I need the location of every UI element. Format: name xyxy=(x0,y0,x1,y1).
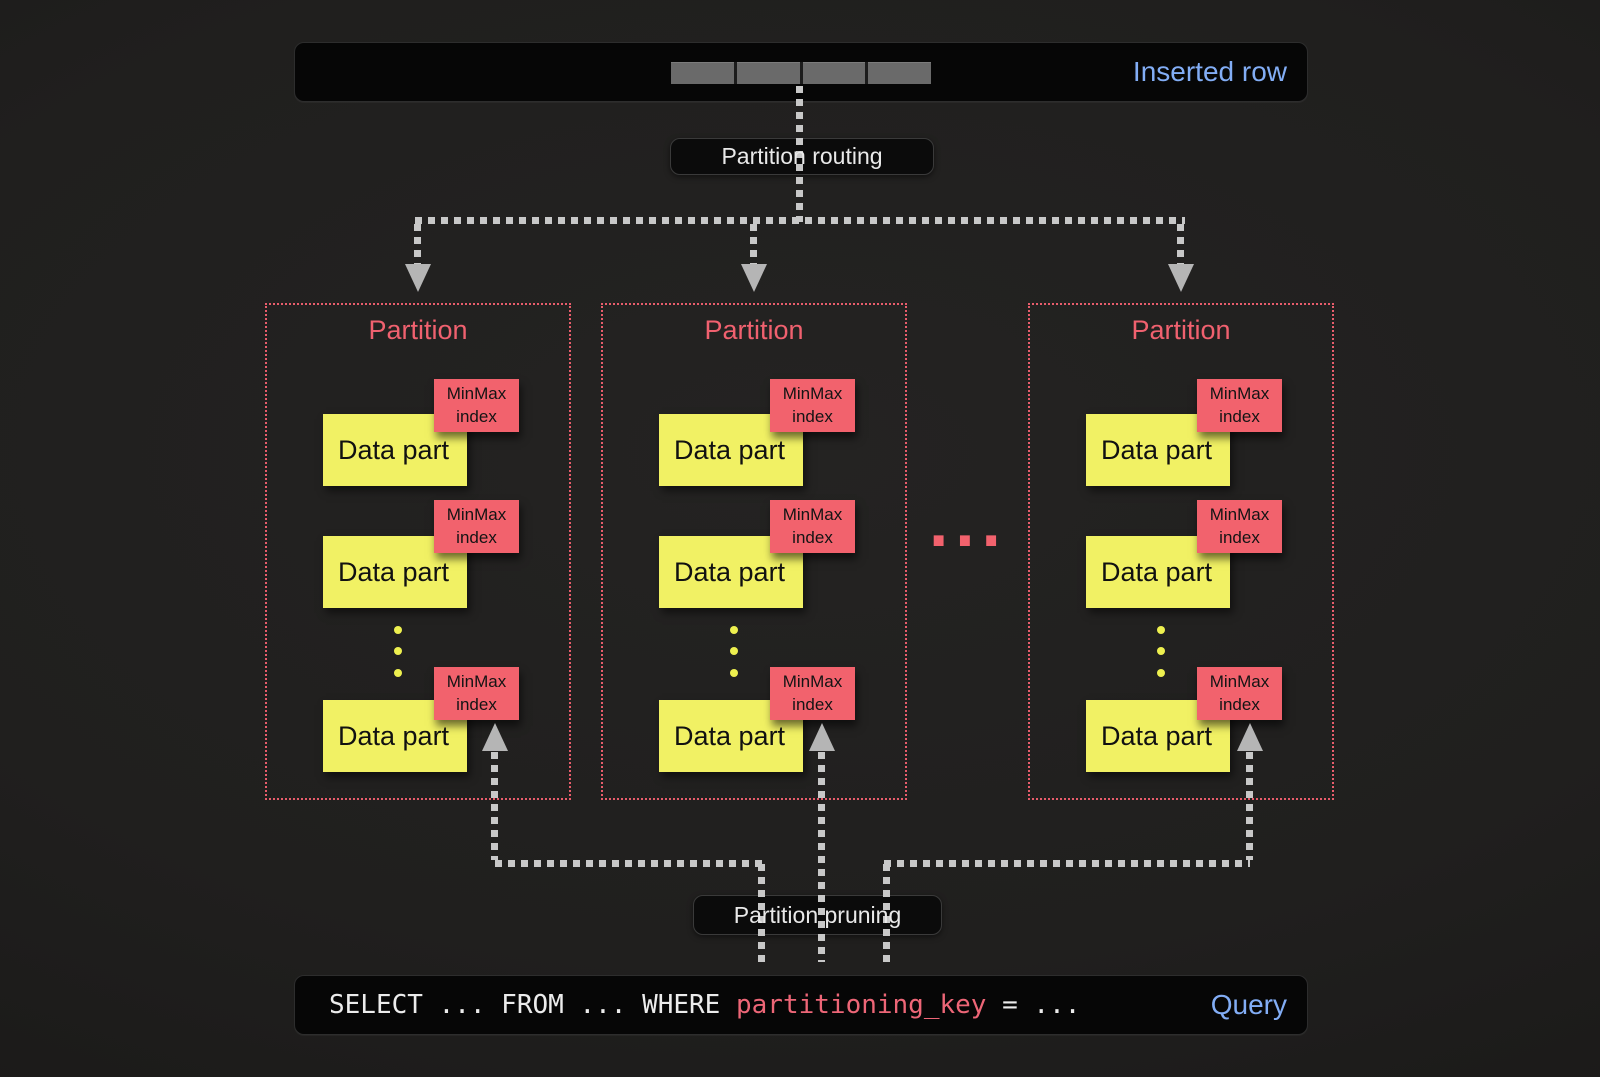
partition-pruning-pill: Partition pruning xyxy=(693,895,942,935)
partition-title: Partition xyxy=(704,315,804,345)
vertical-ellipsis-icon xyxy=(1157,626,1165,634)
arrow-up-icon xyxy=(482,723,508,751)
sql-before: SELECT ... FROM ... WHERE xyxy=(329,990,736,1020)
vertical-ellipsis-icon xyxy=(394,647,402,655)
partition-title: Partition xyxy=(368,315,468,345)
partition-pruning-label: Partition pruning xyxy=(733,901,902,928)
vertical-ellipsis-icon xyxy=(394,626,402,634)
pruning-arrow-line xyxy=(491,752,498,860)
arrow-up-icon xyxy=(809,723,835,751)
minmax-index-badge: MinMax index xyxy=(1197,379,1282,432)
row-segment xyxy=(868,62,931,84)
arrow-up-icon xyxy=(1237,723,1263,751)
routing-connector-line xyxy=(796,86,803,222)
fanout-branch-line xyxy=(1177,224,1184,266)
partition-title: Partition xyxy=(1131,315,1231,345)
arrow-down-icon xyxy=(405,264,431,292)
row-segment xyxy=(736,62,800,84)
minmax-index-badge: MinMax index xyxy=(770,500,855,553)
arrow-down-icon xyxy=(1168,264,1194,292)
fanout-connector-line xyxy=(415,217,1185,224)
partition-routing-pill: Partition routing xyxy=(670,138,934,175)
vertical-ellipsis-icon xyxy=(730,669,738,677)
sql-query-text: SELECT ... FROM ... WHERE partitioning_k… xyxy=(295,990,1080,1020)
pruning-arrow-line xyxy=(818,752,825,962)
pruning-connector-line xyxy=(495,860,765,867)
vertical-ellipsis-icon xyxy=(1157,647,1165,655)
vertical-ellipsis-icon xyxy=(394,669,402,677)
pruning-branch-line xyxy=(883,864,890,962)
arrow-down-icon xyxy=(741,264,767,292)
pruning-connector-line xyxy=(884,860,1250,867)
query-label: Query xyxy=(1210,989,1287,1020)
query-bar: SELECT ... FROM ... WHERE partitioning_k… xyxy=(294,975,1308,1035)
row-segment xyxy=(671,62,734,84)
sql-partitioning-key: partitioning_key xyxy=(736,990,987,1020)
minmax-index-badge: MinMax index xyxy=(434,379,519,432)
more-partitions-ellipsis: ... xyxy=(928,495,1007,560)
row-segment xyxy=(802,62,866,84)
inserted-row-bar: Inserted row xyxy=(294,42,1308,102)
minmax-index-badge: MinMax index xyxy=(1197,667,1282,720)
pruning-arrow-line xyxy=(1246,752,1253,860)
partition-box: Partition MinMax index Data part MinMax … xyxy=(1028,303,1334,800)
inserted-row-label: Inserted row xyxy=(1132,56,1287,87)
fanout-branch-line xyxy=(750,224,757,266)
partition-box: Partition MinMax index Data part MinMax … xyxy=(601,303,907,800)
fanout-branch-line xyxy=(414,224,421,266)
minmax-index-badge: MinMax index xyxy=(770,667,855,720)
minmax-index-badge: MinMax index xyxy=(434,667,519,720)
minmax-index-badge: MinMax index xyxy=(434,500,519,553)
minmax-index-badge: MinMax index xyxy=(770,379,855,432)
pruning-branch-line xyxy=(758,864,765,962)
vertical-ellipsis-icon xyxy=(1157,669,1165,677)
sql-after: = ... xyxy=(986,990,1081,1020)
partition-routing-label: Partition routing xyxy=(721,143,883,169)
vertical-ellipsis-icon xyxy=(730,626,738,634)
row-segments xyxy=(671,62,931,84)
partition-box: Partition MinMax index Data part MinMax … xyxy=(265,303,571,800)
vertical-ellipsis-icon xyxy=(730,647,738,655)
minmax-index-badge: MinMax index xyxy=(1197,500,1282,553)
